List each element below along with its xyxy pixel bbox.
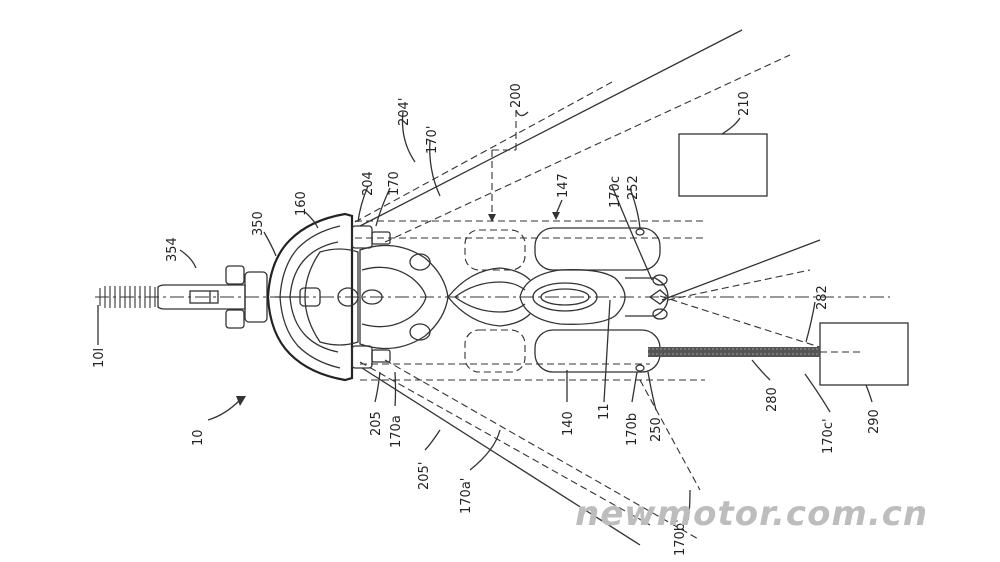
arrow-icon <box>207 396 246 421</box>
side-cases <box>464 227 661 373</box>
label-170a: 170a <box>389 415 404 448</box>
label-170p: 170' <box>425 126 440 154</box>
label-10l: 10l <box>92 348 107 368</box>
label-280: 280 <box>765 387 780 412</box>
label-11: 11 <box>597 403 612 420</box>
label-170ap: 170a' <box>459 478 474 514</box>
label-252: 252 <box>626 175 641 200</box>
leader-lines <box>97 109 873 521</box>
label-205: 205 <box>369 411 384 436</box>
label-205p: 205' <box>417 462 432 490</box>
reference-labels: 354 350 160 204 170 204' 170' 200 147 17… <box>92 83 882 556</box>
zone-lines <box>355 110 705 381</box>
detection-lines <box>354 29 861 546</box>
label-140: 140 <box>561 411 576 436</box>
label-210: 210 <box>737 91 752 116</box>
label-204: 204 <box>361 171 376 196</box>
box-210 <box>678 133 768 197</box>
label-354: 354 <box>165 237 180 262</box>
cable-280 <box>648 347 820 357</box>
label-147: 147 <box>556 173 571 198</box>
label-350: 350 <box>251 211 266 236</box>
label-170c: 170c <box>608 176 623 208</box>
label-160: 160 <box>294 191 309 216</box>
label-200: 200 <box>509 83 524 108</box>
label-170: 170 <box>387 171 402 196</box>
watermark: newmotor.com.cn <box>575 494 928 534</box>
front-fairing <box>266 212 354 382</box>
label-170b: 170b <box>625 413 640 446</box>
label-204p: 204' <box>397 98 412 126</box>
label-10: 10 <box>191 429 206 446</box>
label-282: 282 <box>815 285 830 310</box>
label-170cp: 170c' <box>821 418 836 454</box>
tank-and-seat <box>304 225 669 369</box>
label-290: 290 <box>867 409 882 434</box>
label-170bp: 170b' <box>673 519 688 556</box>
label-250: 250 <box>649 417 664 442</box>
box-290 <box>819 322 909 386</box>
